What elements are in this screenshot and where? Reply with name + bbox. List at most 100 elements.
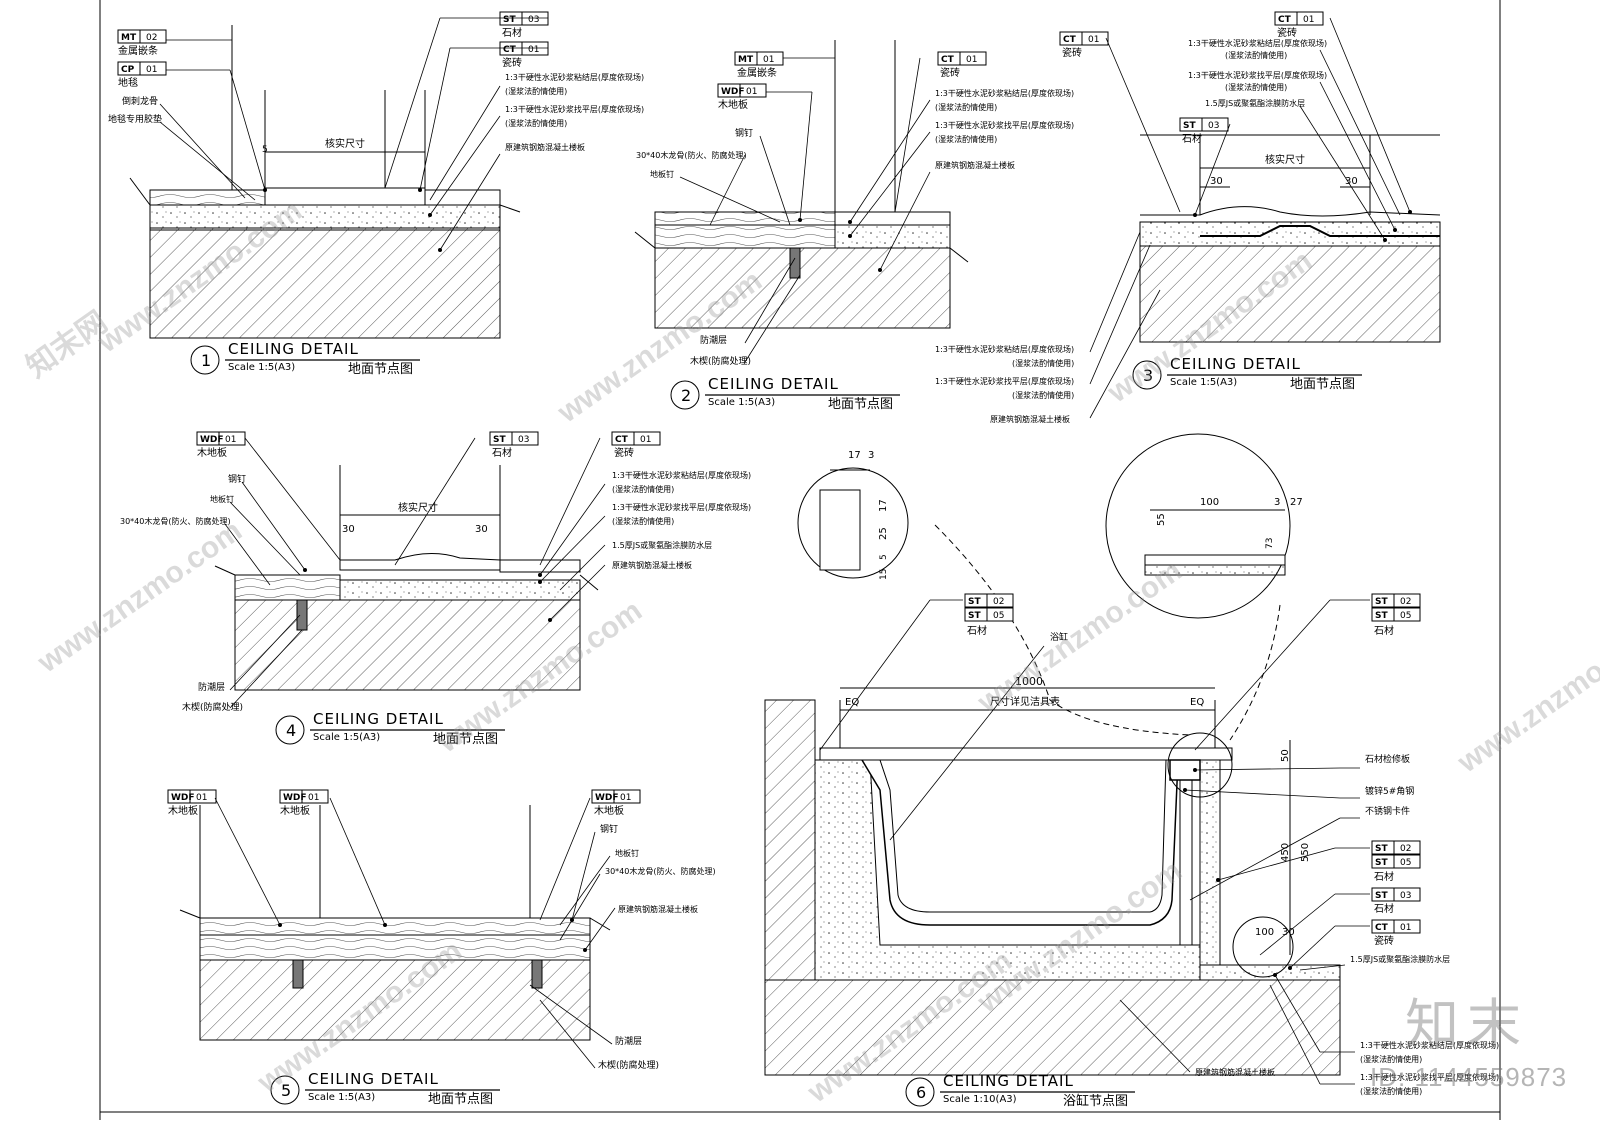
annotation-text: 防潮层 bbox=[615, 1035, 642, 1047]
svg-text:ST: ST bbox=[1183, 121, 1196, 131]
detail-scale: Scale 1:5(A3) bbox=[308, 1092, 375, 1103]
annotation-text: 石材 bbox=[1374, 870, 1394, 883]
annotation-text: 30*40木龙骨(防火、防腐处理) bbox=[605, 866, 716, 876]
annotation-text: (湿浆法酌情使用) bbox=[1225, 50, 1287, 60]
annotation-text: 1.5厚JS或聚氨酯涂膜防水层 bbox=[612, 540, 712, 550]
svg-text:CT: CT bbox=[503, 45, 517, 55]
svg-text:50: 50 bbox=[1280, 749, 1291, 762]
detail-title: CEILING DETAIL bbox=[313, 710, 444, 728]
annotation-text: 原建筑钢筋混凝土楼板 bbox=[612, 560, 692, 570]
annotation-text: 1:3干硬性水泥砂浆粘结层(厚度依现场) bbox=[1188, 38, 1327, 48]
annotation-text: 石材检修板 bbox=[1365, 753, 1410, 765]
svg-text:01: 01 bbox=[196, 793, 207, 803]
annotation-text: 石材 bbox=[1374, 902, 1394, 915]
annotation-text: 原建筑钢筋混凝土楼板 bbox=[1195, 1067, 1275, 1077]
svg-text:30: 30 bbox=[342, 524, 355, 535]
svg-text:CP: CP bbox=[121, 65, 135, 75]
annotation-text: 金属嵌条 bbox=[737, 66, 777, 79]
svg-text:核实尺寸: 核实尺寸 bbox=[398, 501, 438, 514]
annotation-text: 1:3干硬性水泥砂浆粘结层(厚度依现场) bbox=[935, 88, 1074, 98]
svg-text:15: 15 bbox=[879, 569, 889, 580]
svg-text:ST: ST bbox=[1375, 891, 1388, 901]
svg-text:01: 01 bbox=[146, 65, 157, 75]
annotation-text: 1:3干硬性水泥砂浆找平层(厚度依现场) bbox=[1188, 70, 1327, 80]
svg-text:30: 30 bbox=[475, 524, 488, 535]
svg-text:05: 05 bbox=[1400, 611, 1411, 621]
annotation-text: (湿浆法酌情使用) bbox=[935, 102, 997, 112]
annotation-text: 木楔(防腐处理) bbox=[598, 1059, 659, 1071]
annotation-text: 木地板 bbox=[594, 804, 624, 817]
svg-text:ST: ST bbox=[968, 611, 981, 621]
annotation-text: 钢钉 bbox=[228, 473, 246, 485]
svg-text:30: 30 bbox=[1210, 176, 1223, 187]
detail-name: 浴缸节点图 bbox=[1063, 1093, 1128, 1109]
annotation-text: 地板钉 bbox=[650, 169, 674, 179]
annotation-text: (湿浆法酌情使用) bbox=[1012, 358, 1074, 368]
svg-text:5: 5 bbox=[879, 554, 889, 560]
detail-name: 地面节点图 bbox=[433, 732, 498, 747]
detail-title: CEILING DETAIL bbox=[943, 1072, 1074, 1090]
annotation-text: 倒刺龙骨 bbox=[122, 95, 158, 107]
annotation-text: 钢钉 bbox=[600, 823, 618, 835]
svg-text:01: 01 bbox=[1303, 15, 1314, 25]
annotation-text: (湿浆法酌情使用) bbox=[505, 118, 567, 128]
svg-text:30: 30 bbox=[1345, 176, 1358, 187]
annotation-text: 1:3干硬性水泥砂浆粘结层(厚度依现场) bbox=[935, 344, 1074, 354]
annotation-text: 石材 bbox=[502, 26, 522, 39]
annotation-text: 地毯 bbox=[118, 76, 138, 89]
svg-text:73: 73 bbox=[1265, 538, 1275, 549]
annotation-text: (湿浆法酌情使用) bbox=[1225, 82, 1287, 92]
svg-text:01: 01 bbox=[620, 793, 631, 803]
svg-text:01: 01 bbox=[225, 435, 236, 445]
annotation-text: 30*40木龙骨(防火、防腐处理) bbox=[636, 150, 747, 160]
detail-scale: Scale 1:5(A3) bbox=[708, 397, 775, 408]
svg-text:ST: ST bbox=[968, 597, 981, 607]
detail-5 bbox=[179, 805, 611, 1041]
annotation-text: 1:3干硬性水泥砂浆找平层(厚度依现场) bbox=[1360, 1072, 1499, 1082]
annotation-text: 木地板 bbox=[718, 98, 748, 111]
annotation-text: (湿浆法酌情使用) bbox=[505, 86, 567, 96]
svg-text:03: 03 bbox=[518, 435, 529, 445]
annotation-text: 地板钉 bbox=[615, 848, 639, 858]
annotation-text: 1.5厚JS或聚氨酯涂膜防水层 bbox=[1205, 98, 1305, 108]
detail-3: 核实尺寸 30 30 bbox=[1139, 134, 1441, 343]
annotation-text: 镀锌5#角钢 bbox=[1365, 785, 1414, 797]
annotation-text: 1:3干硬性水泥砂浆找平层(厚度依现场) bbox=[612, 502, 751, 512]
svg-text:02: 02 bbox=[146, 33, 157, 43]
annotation-text: 1:3干硬性水泥砂浆粘结层(厚度依现场) bbox=[505, 72, 644, 82]
verify-dim-1: 核实尺寸 bbox=[325, 137, 365, 150]
annotation-text: 原建筑钢筋混凝土楼板 bbox=[990, 414, 1070, 424]
svg-text:EQ: EQ bbox=[845, 697, 859, 708]
svg-text:17: 17 bbox=[848, 450, 861, 461]
annotation-text: 木楔(防腐处理) bbox=[182, 701, 243, 713]
svg-text:核实尺寸: 核实尺寸 bbox=[1265, 153, 1305, 166]
detail-number: 3 bbox=[1143, 366, 1153, 385]
detail-number: 4 bbox=[286, 721, 296, 740]
annotation-text: 1:3干硬性水泥砂浆找平层(厚度依现场) bbox=[505, 104, 644, 114]
annotation-text: 石材 bbox=[1374, 624, 1394, 637]
svg-text:WDF: WDF bbox=[171, 793, 195, 803]
annotation-text: 原建筑钢筋混凝土楼板 bbox=[505, 142, 585, 152]
annotation-text: 原建筑钢筋混凝土楼板 bbox=[618, 904, 698, 914]
detail-title: CEILING DETAIL bbox=[708, 375, 839, 393]
svg-text:WDF: WDF bbox=[595, 793, 619, 803]
detail-2 bbox=[634, 40, 969, 329]
annotation-text: 浴缸 bbox=[1050, 631, 1068, 643]
detail-title: CEILING DETAIL bbox=[1170, 355, 1301, 373]
